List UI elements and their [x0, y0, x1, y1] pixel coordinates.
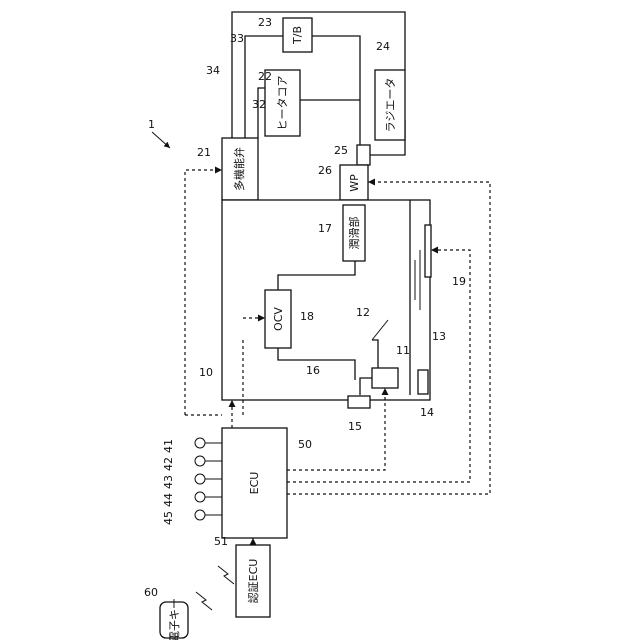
- sensor-45: 45: [162, 510, 222, 525]
- sensor-42: 42: [162, 456, 222, 471]
- multi-valve-label: 多機能弁: [232, 147, 246, 191]
- radiator-ref: 24: [376, 40, 390, 53]
- lubrication-label: 潤滑部: [347, 217, 361, 250]
- multi-valve-ref: 21: [197, 146, 211, 159]
- pipe-32: [258, 88, 265, 138]
- pipe34-ref: 34: [206, 64, 220, 77]
- pump-ref: 14: [420, 406, 434, 419]
- oil-pan-ref: 13: [432, 330, 446, 343]
- pipe33-ref: 33: [230, 32, 244, 45]
- ocv-ref: 18: [300, 310, 314, 323]
- crank-ref: 11: [396, 344, 410, 357]
- auth-ecu-label: 認証ECU: [246, 559, 260, 604]
- sensor-43: 43: [162, 474, 222, 489]
- electronic-key-ref: 60: [144, 586, 158, 599]
- sensor15-box: [348, 396, 370, 408]
- oil-passage-ref: 16: [306, 364, 320, 377]
- pipe-tb-out: [312, 36, 360, 155]
- heater-core-ref: 22: [258, 70, 272, 83]
- heater-core-label: ヒータコア: [276, 76, 289, 131]
- radiator-label: ラジエータ: [384, 78, 397, 133]
- svg-text:43: 43: [162, 475, 175, 489]
- svg-text:44: 44: [162, 493, 175, 507]
- water-pump-ref: 26: [318, 164, 332, 177]
- svg-text:42: 42: [162, 457, 175, 471]
- oil-level-sensor: [425, 225, 431, 277]
- ecu-ref: 50: [298, 438, 312, 451]
- electronic-key-label: 電子キー: [168, 598, 181, 640]
- thermostat-ref: 25: [334, 144, 348, 157]
- figure-ref-arrow: [152, 132, 170, 148]
- sensor-44: 44: [162, 492, 222, 507]
- pump-box: [418, 370, 428, 394]
- wireless-icon-2: [196, 592, 212, 610]
- water-pump-label: WP: [348, 174, 361, 192]
- svg-text:45: 45: [162, 511, 175, 525]
- wireless-icon-1: [218, 566, 234, 584]
- lubrication-ref: 17: [318, 222, 332, 235]
- engine-ref: 10: [199, 366, 213, 379]
- piston-ref: 12: [356, 306, 370, 319]
- svg-text:41: 41: [162, 439, 175, 453]
- ecu-label: ECU: [248, 472, 261, 495]
- auth-ecu-ref: 51: [214, 535, 228, 548]
- oil-level-ref: 19: [452, 275, 466, 288]
- crank-box: [372, 368, 398, 388]
- throttle-body-label: T/B: [291, 26, 304, 45]
- sensor-41: 41: [162, 438, 222, 453]
- ocv-label: OCV: [272, 307, 285, 331]
- throttle-body-ref: 23: [258, 16, 272, 29]
- thermostat-box: [357, 145, 370, 165]
- sensor15-ref: 15: [348, 420, 362, 433]
- pipe32-ref: 32: [252, 98, 266, 111]
- figure-ref: 1: [148, 118, 155, 131]
